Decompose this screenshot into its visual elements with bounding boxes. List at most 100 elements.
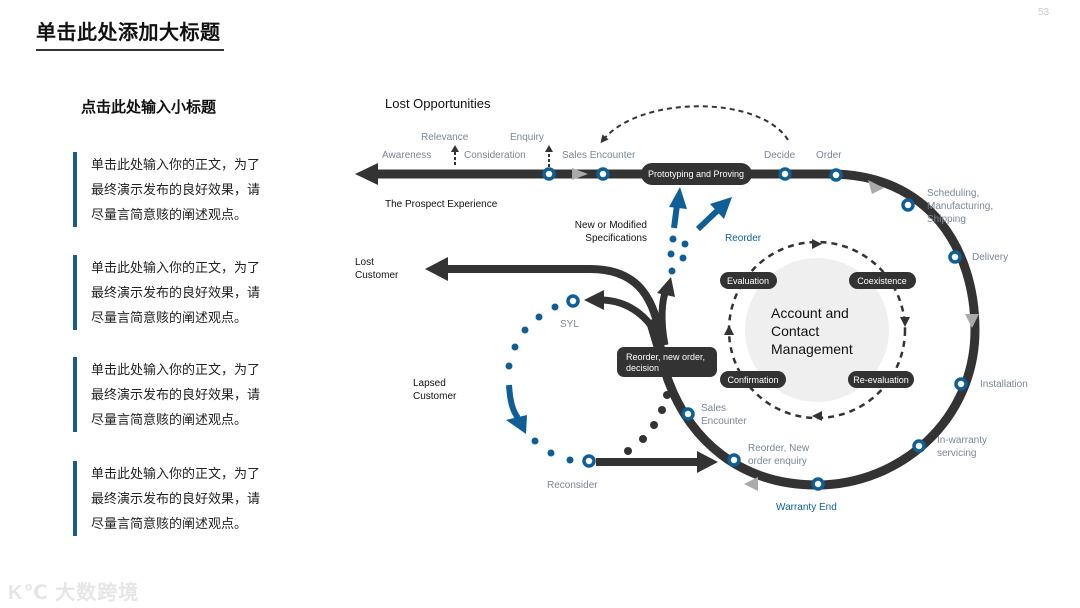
center-circle — [745, 258, 889, 402]
node-warranty-end — [811, 477, 825, 491]
stage-nodes — [542, 167, 968, 491]
evaluation-pill[interactable] — [720, 272, 777, 289]
new-specs-label-1: New or Modified — [575, 220, 647, 231]
reconsider-arrowhead-icon — [697, 451, 718, 473]
prospect-experience-label: The Prospect Experience — [385, 199, 498, 210]
node-enquiry — [542, 167, 556, 181]
new-spec-blue-arrowhead-icon — [669, 187, 687, 209]
reorder-enquiry-label-2: order enquiry — [748, 456, 807, 467]
spec-dots — [667, 235, 689, 275]
logo-text: 大数跨境 — [55, 582, 140, 604]
lost-customer-label-1: Lost — [355, 257, 374, 268]
sales-encounter-2-label-2: Encounter — [701, 416, 747, 427]
lost-customer-label-2: Customer — [355, 270, 399, 281]
warranty-end-label: Warranty End — [776, 502, 837, 513]
flow-arrow-icon — [868, 180, 884, 194]
node-scheduling — [901, 198, 915, 212]
timeline-left-arrow-icon — [355, 163, 378, 185]
installation-label: Installation — [980, 379, 1028, 390]
paragraph-line: 单击此处输入你的正文，为了 — [91, 362, 261, 377]
logo-mark-icon: K℃ — [8, 582, 49, 604]
node-syl — [566, 294, 580, 308]
paragraph-line: 最终演示发布的良好效果，请 — [91, 387, 261, 402]
re-evaluation-pill[interactable] — [848, 371, 914, 388]
new-spec-branch-arrow — [658, 288, 670, 346]
enquiry-label: Enquiry — [510, 132, 544, 143]
in-warranty-label-1: In-warranty — [937, 435, 987, 446]
coexistence-label: Coexistence — [857, 276, 907, 286]
new-specs-label-2: Specifications — [585, 233, 647, 244]
lost-customer-arrow — [445, 265, 666, 346]
cycle-arrow-left-icon — [724, 325, 734, 335]
lapsed-blue-arrow — [506, 384, 521, 420]
watermark-logo: K℃ 大数跨境 — [8, 576, 139, 605]
prototyping-pill[interactable] — [641, 163, 752, 185]
node-installation — [954, 377, 968, 391]
center-title-3: Management — [771, 341, 853, 357]
scheduling-label-1: Scheduling, — [927, 188, 979, 199]
main-title[interactable]: 单击此处添加大标题 — [36, 16, 224, 51]
consideration-label: Consideration — [464, 150, 526, 161]
sales-encounter-label: Sales Encounter — [562, 150, 636, 161]
new-spec-blue-arrow — [671, 204, 680, 229]
enquiry-up-arrow-icon — [545, 145, 553, 152]
cycle-arrow-top-icon — [812, 239, 822, 249]
lifecycle-loop — [645, 169, 980, 490]
reconsider-label: Reconsider — [547, 480, 598, 491]
in-warranty-label-2: servicing — [937, 448, 976, 459]
paragraph-line: 最终演示发布的良好效果，请 — [91, 491, 261, 506]
paragraph-line: 单击此处输入你的正文，为了 — [91, 466, 261, 481]
scheduling-label-2: Manufacturing, — [927, 201, 993, 212]
node-reorder-enquiry — [727, 453, 741, 467]
body-paragraph[interactable]: 单击此处输入你的正文，为了 最终演示发布的良好效果，请 尽量言简意赅的阐述观点。 — [73, 357, 291, 432]
order-label: Order — [816, 150, 842, 161]
confirmation-label: Confirmation — [727, 375, 778, 385]
paragraph-line: 单击此处输入你的正文，为了 — [91, 157, 261, 172]
decide-label: Decide — [764, 150, 796, 161]
sales-encounter-2-label-1: Sales — [701, 403, 726, 414]
lost-opportunities-label: Lost Opportunities — [385, 96, 491, 111]
reorder-enquiry-label-1: Reorder, New — [748, 443, 810, 454]
lapsed-dots — [505, 303, 574, 464]
reorder-blue-arrowhead-icon — [710, 197, 732, 219]
reorder-blue-arrow — [695, 207, 721, 232]
body-paragraph[interactable]: 单击此处输入你的正文，为了 最终演示发布的良好效果，请 尽量言简意赅的阐述观点。 — [73, 152, 291, 227]
node-sales-encounter — [596, 167, 610, 181]
syl-arrowhead-icon — [584, 290, 604, 310]
flow-arrow-icon — [965, 314, 979, 328]
paragraph-line: 最终演示发布的良好效果，请 — [91, 285, 261, 300]
re-evaluation-label: Re-evaluation — [853, 375, 909, 385]
center-title-1: Account and — [771, 305, 849, 321]
reorder-label: Reorder — [725, 233, 762, 244]
body-paragraph[interactable]: 单击此处输入你的正文，为了 最终演示发布的良好效果，请 尽量言简意赅的阐述观点。 — [73, 461, 291, 536]
center-title-2: Contact — [771, 323, 819, 339]
reorder-dots — [624, 391, 671, 455]
node-order — [829, 168, 843, 182]
delivery-label: Delivery — [972, 252, 1008, 263]
paragraph-line: 尽量言简意赅的阐述观点。 — [91, 207, 248, 222]
awareness-label: Awareness — [382, 150, 431, 161]
reorder-decision-label-1: Reorder, new order, — [626, 352, 705, 362]
relevance-up-arrow-icon — [451, 145, 459, 152]
scheduling-label-3: Shipping — [927, 214, 966, 225]
paragraph-line: 尽量言简意赅的阐述观点。 — [91, 516, 248, 531]
cycle-arrow-right-icon — [900, 317, 910, 327]
node-in-warranty — [912, 439, 926, 453]
flow-arrow-icon — [572, 168, 588, 180]
lapsed-customer-label-2: Customer — [413, 391, 457, 402]
coexistence-pill[interactable] — [849, 272, 916, 289]
evaluation-label: Evaluation — [727, 276, 769, 286]
paragraph-line: 尽量言简意赅的阐述观点。 — [91, 310, 248, 325]
body-paragraph[interactable]: 单击此处输入你的正文，为了 最终演示发布的良好效果，请 尽量言简意赅的阐述观点。 — [73, 255, 291, 330]
reorder-decision-pill[interactable] — [617, 347, 717, 377]
confirmation-pill[interactable] — [720, 371, 786, 388]
node-delivery — [948, 250, 962, 264]
new-spec-branch-arrowhead-icon — [657, 277, 675, 297]
sub-title[interactable]: 点击此处输入小标题 — [81, 99, 217, 116]
paragraph-line: 最终演示发布的良好效果，请 — [91, 182, 261, 197]
flow-arrow-icon — [744, 477, 758, 491]
page-number: 53 — [1038, 7, 1050, 18]
prototyping-label: Prototyping and Proving — [648, 169, 744, 179]
node-decide — [778, 167, 792, 181]
